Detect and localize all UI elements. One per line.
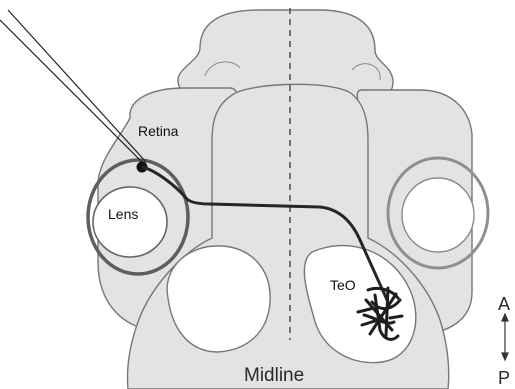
midline-label: Midline (244, 365, 304, 386)
right-lens (402, 178, 474, 252)
lens-label: Lens (108, 206, 138, 222)
axis-anterior-label: A (498, 294, 510, 314)
ap-axis-arrow-icon (502, 314, 508, 360)
teo-label: TeO (330, 277, 356, 293)
left-tectum-lumen (167, 246, 270, 352)
pipette-line-inner (8, 10, 146, 162)
axis-posterior-label: P (498, 368, 510, 388)
retina-label: Retina (138, 123, 179, 139)
left-lens (93, 187, 167, 257)
pipette-line-outer (0, 20, 142, 162)
